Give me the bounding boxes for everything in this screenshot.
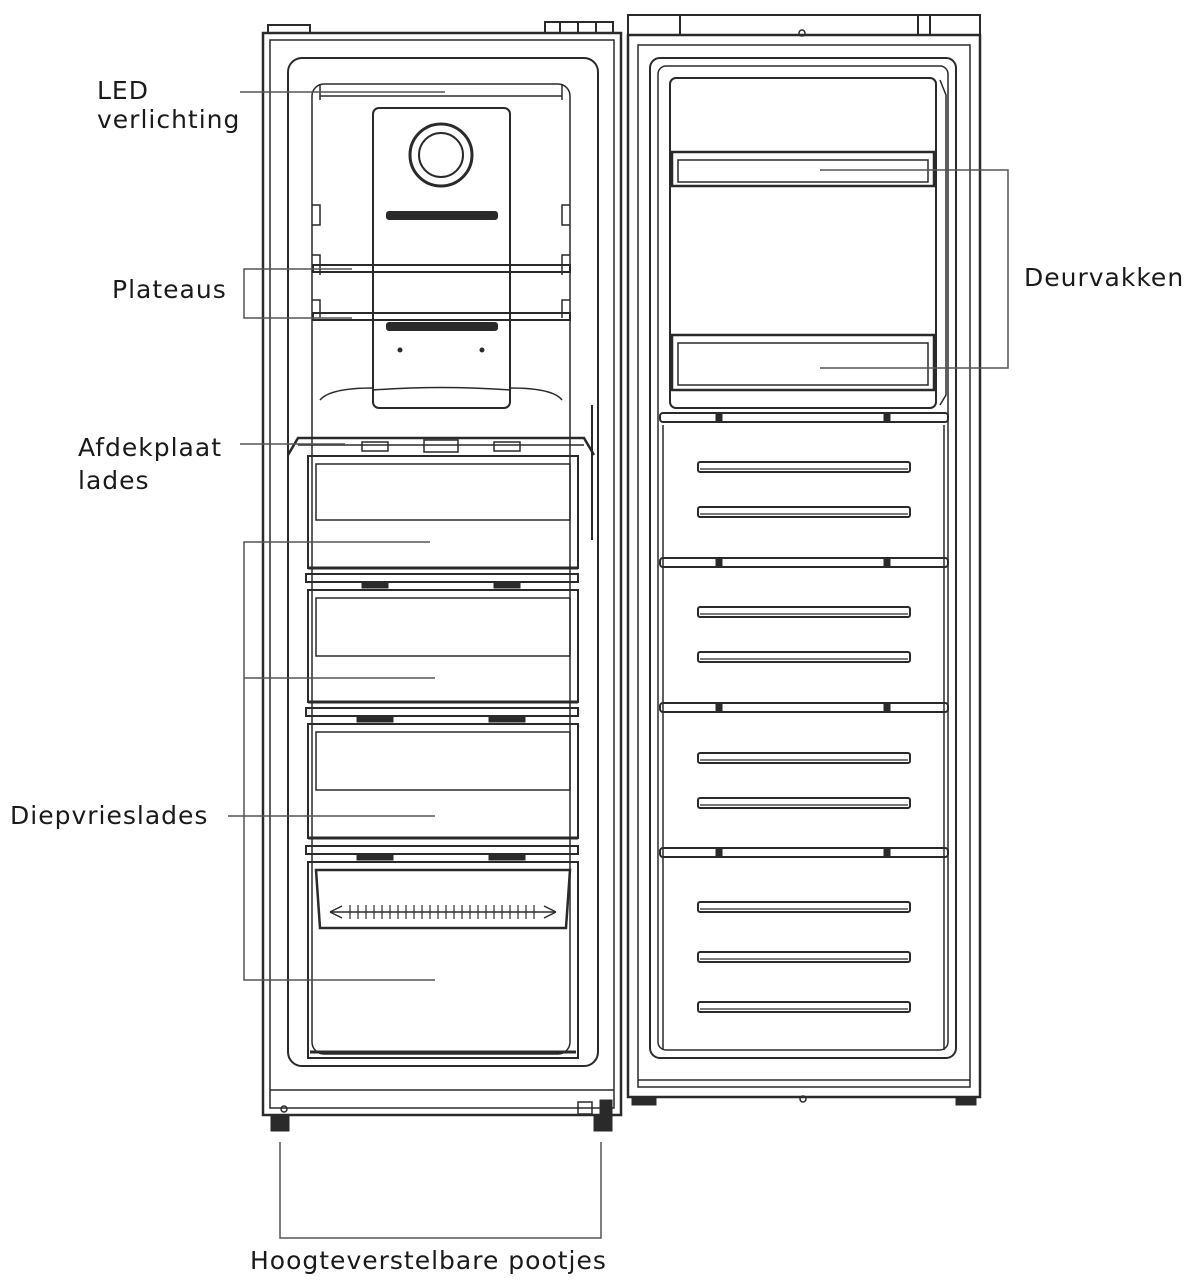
door-bin-rim-4 [697,651,911,663]
door-divider-3 [659,702,949,713]
door-compartment [669,77,947,409]
door-bin-rim-9 [697,1001,911,1013]
door-bin-rim-6 [697,797,911,809]
led-label-line1: LED [97,76,149,105]
plateaus-label: Plateaus [112,275,227,304]
door-bin-rim-7 [697,901,911,913]
led-label-line2: verlichting [97,105,241,134]
door-sections [659,412,949,1050]
afdekplaat-label-line2: lades [78,466,150,495]
door-divider-1 [659,412,949,423]
door-bin-rim-8 [697,951,911,963]
door-bin-rim-3 [697,606,911,618]
fan-housing [372,107,511,409]
freezer-drawer-4 [305,845,579,1059]
door-divider-2 [659,557,949,568]
adjustable-foot-right [577,1099,613,1132]
shelves [312,264,571,321]
deurvakken-label: Deurvakken [1024,263,1185,292]
pootjes-label: Hoogteverstelbare pootjes [250,1246,607,1275]
diepvrieslades-label: Diepvrieslades [10,801,209,830]
door-divider-4 [659,847,949,858]
door-bin-rim-2 [697,506,911,518]
freezer-drawer-2 [305,573,579,704]
door-bin-rim-1 [697,461,911,473]
door [626,14,982,1106]
adjustable-foot-left [270,1114,290,1132]
freezer-drawer-1 [307,455,579,570]
drawer-cover-plate [286,436,596,456]
side-rails [312,204,570,318]
door-bin-rim-5 [697,752,911,764]
fan-icon [408,122,474,188]
afdekplaat-label-line1: Afdekplaat [78,433,222,462]
freezer-drawer-3 [305,707,579,840]
leader-lines [228,91,1009,1239]
